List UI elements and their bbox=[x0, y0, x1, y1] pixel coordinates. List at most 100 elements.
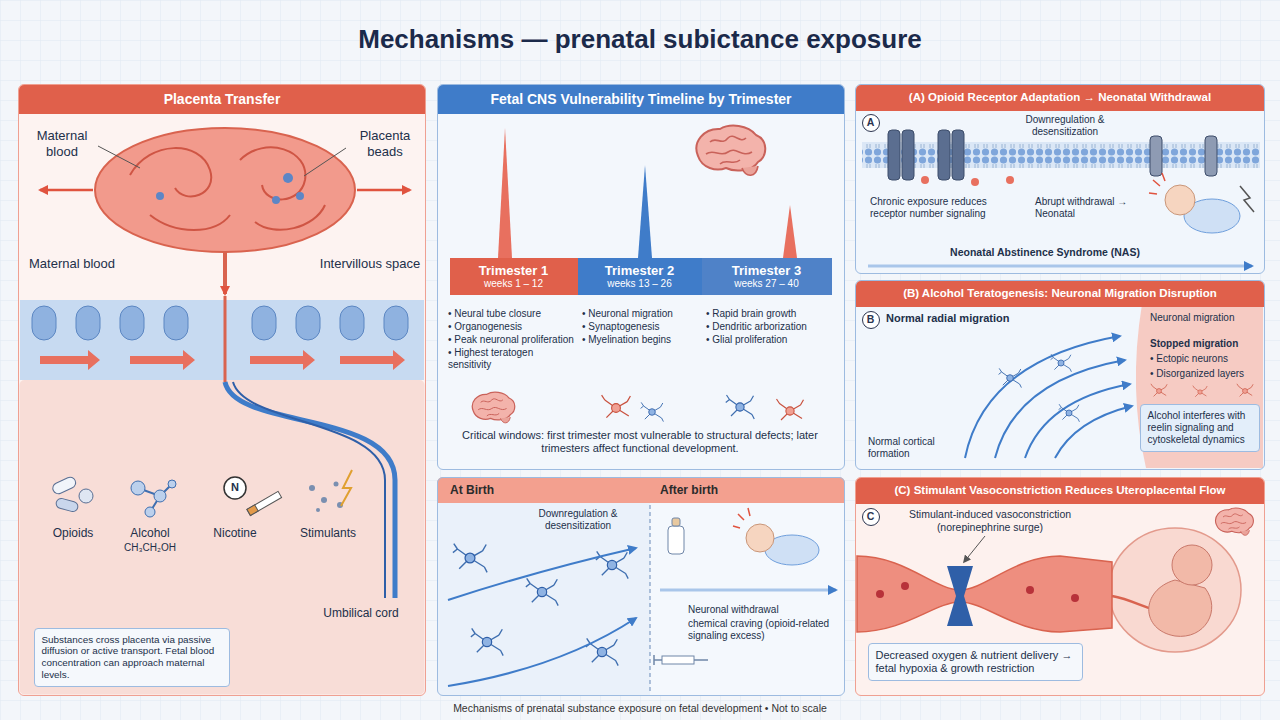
cell-membrane bbox=[862, 142, 1260, 168]
brain-icon bbox=[472, 392, 514, 423]
trimester-box: Trimester 3weeks 27 – 40 bbox=[702, 258, 832, 296]
panel: At BirthAfter birth bbox=[437, 477, 845, 696]
transfer-arrow bbox=[40, 350, 405, 370]
neuron-icon bbox=[1059, 404, 1080, 422]
vulnerability-spike bbox=[783, 205, 797, 258]
note-text: Substances cross placenta via passive di… bbox=[42, 634, 222, 682]
opioid-receptor bbox=[888, 130, 1217, 180]
part-label: Placenta beads bbox=[348, 128, 422, 159]
note-text: Alcohol interferes with reelin signaling… bbox=[1148, 410, 1252, 446]
constriction-clamp bbox=[947, 566, 973, 626]
box-subtitle: weeks 13 – 26 bbox=[582, 278, 698, 290]
vessel bbox=[224, 296, 227, 382]
opioid-receptor bbox=[952, 130, 964, 180]
fetus-figure bbox=[1172, 545, 1212, 585]
opioid-pills bbox=[51, 475, 93, 512]
box-title: Trimester 2 bbox=[582, 263, 698, 279]
placenta-illustration bbox=[130, 147, 325, 230]
stimulant-icon bbox=[309, 485, 315, 491]
bullet-list: • Rapid brain growth• Dendritic arboriza… bbox=[706, 308, 834, 347]
vessel bbox=[223, 252, 227, 294]
stimulant-icon bbox=[316, 508, 320, 512]
opioid-receptor bbox=[1150, 136, 1162, 176]
box-title: Trimester 1 bbox=[454, 263, 574, 279]
process-label: Normal cortical formation bbox=[868, 436, 963, 460]
alcohol-molecule bbox=[154, 490, 166, 502]
leader-line bbox=[98, 146, 140, 168]
badge-letter: A bbox=[863, 115, 879, 130]
process-label: Stopped migration bbox=[1150, 338, 1260, 350]
bullet-item: • Organogenesis bbox=[448, 321, 578, 333]
nicotine-icon bbox=[224, 477, 282, 515]
process-label: Chronic exposure reduces receptor number… bbox=[870, 196, 1015, 220]
panel-title: (C) Stimulant Vasoconstriction Reduces U… bbox=[856, 478, 1264, 504]
flow-arrow bbox=[448, 618, 636, 686]
transfer-arrow bbox=[340, 350, 405, 370]
ligand bbox=[971, 178, 979, 186]
process-label: Normal radial migration bbox=[886, 312, 1061, 325]
figure-caption: Mechanisms of prenatal substance exposur… bbox=[0, 702, 1280, 714]
placenta-illustration bbox=[272, 196, 280, 204]
bullet-item: • Neural tube closure bbox=[448, 308, 578, 320]
syndrome-label: Neonatal Abstinence Syndrome (NAS) bbox=[930, 246, 1160, 259]
neuron-icon bbox=[1051, 354, 1072, 372]
villus bbox=[76, 306, 100, 340]
vasoconstriction-illustration bbox=[857, 508, 1253, 652]
part-label: Umbilical cord bbox=[306, 606, 416, 620]
opioid-pills bbox=[79, 489, 93, 503]
panel-ground bbox=[855, 84, 1265, 274]
migration-illustration bbox=[965, 304, 1263, 468]
panel-title: (A) Opioid Receptor Adaptation → Neonata… bbox=[856, 85, 1264, 111]
baby-figure bbox=[1149, 173, 1240, 233]
leader-line bbox=[304, 148, 346, 176]
blood-cell bbox=[1071, 594, 1079, 602]
nicotine-icon bbox=[247, 505, 258, 516]
panel-ground bbox=[855, 280, 1265, 470]
baby-figure bbox=[733, 508, 819, 565]
ligand bbox=[921, 176, 929, 184]
process-label: Neuronal withdrawal bbox=[688, 604, 838, 616]
panel-ground bbox=[855, 477, 1265, 696]
bullet-item: • Neuronal migration bbox=[582, 308, 702, 320]
panel-title: Fetal CNS Vulnerability Timeline by Trim… bbox=[438, 85, 844, 114]
trimester-box: Trimester 2weeks 13 – 26 bbox=[578, 258, 702, 296]
leader-line bbox=[964, 536, 985, 562]
note-box: Decreased oxygen & nutrient delivery → f… bbox=[868, 643, 1083, 681]
symbol-letter: N bbox=[227, 481, 243, 494]
umbilical-cord bbox=[233, 382, 385, 598]
panel-title: Placenta Transfer bbox=[19, 85, 425, 114]
syringe-icon bbox=[654, 655, 708, 665]
brain-icon bbox=[696, 126, 765, 176]
opioid-receptor bbox=[888, 130, 900, 180]
alcohol-molecule bbox=[145, 507, 155, 517]
panel-ground bbox=[18, 84, 1265, 696]
process-label: Neuronal migration bbox=[1150, 312, 1260, 324]
note-text: Critical windows: first trimester most v… bbox=[454, 429, 826, 455]
fetus-figure bbox=[1149, 545, 1212, 636]
disrupted-zone bbox=[1136, 304, 1263, 468]
placenta-illustration bbox=[95, 128, 355, 252]
blood-cell bbox=[876, 582, 1079, 602]
flow-arrow bbox=[40, 189, 93, 192]
box-subtitle: weeks 1 – 12 bbox=[454, 278, 574, 290]
syringe-icon bbox=[654, 655, 708, 665]
villus bbox=[32, 306, 56, 340]
placenta-illustration bbox=[156, 192, 164, 200]
panel-badge: B bbox=[862, 311, 880, 329]
bottle-icon bbox=[672, 518, 680, 526]
receptor-illustration bbox=[862, 130, 1260, 266]
stimulant-icon bbox=[334, 482, 339, 487]
villus bbox=[252, 306, 276, 340]
villus bbox=[384, 306, 408, 340]
migration-path bbox=[1025, 384, 1130, 458]
substance-label: Alcohol bbox=[113, 526, 187, 540]
alcohol-molecule bbox=[168, 480, 176, 488]
note-box: Alcohol interferes with reelin signaling… bbox=[1140, 404, 1260, 452]
flow-arrow bbox=[448, 548, 636, 600]
nicotine-icon bbox=[224, 477, 246, 499]
trimester-box: Trimester 1weeks 1 – 12 bbox=[450, 258, 578, 296]
neuron-icon bbox=[726, 395, 755, 419]
stimulant-icon bbox=[309, 470, 352, 512]
